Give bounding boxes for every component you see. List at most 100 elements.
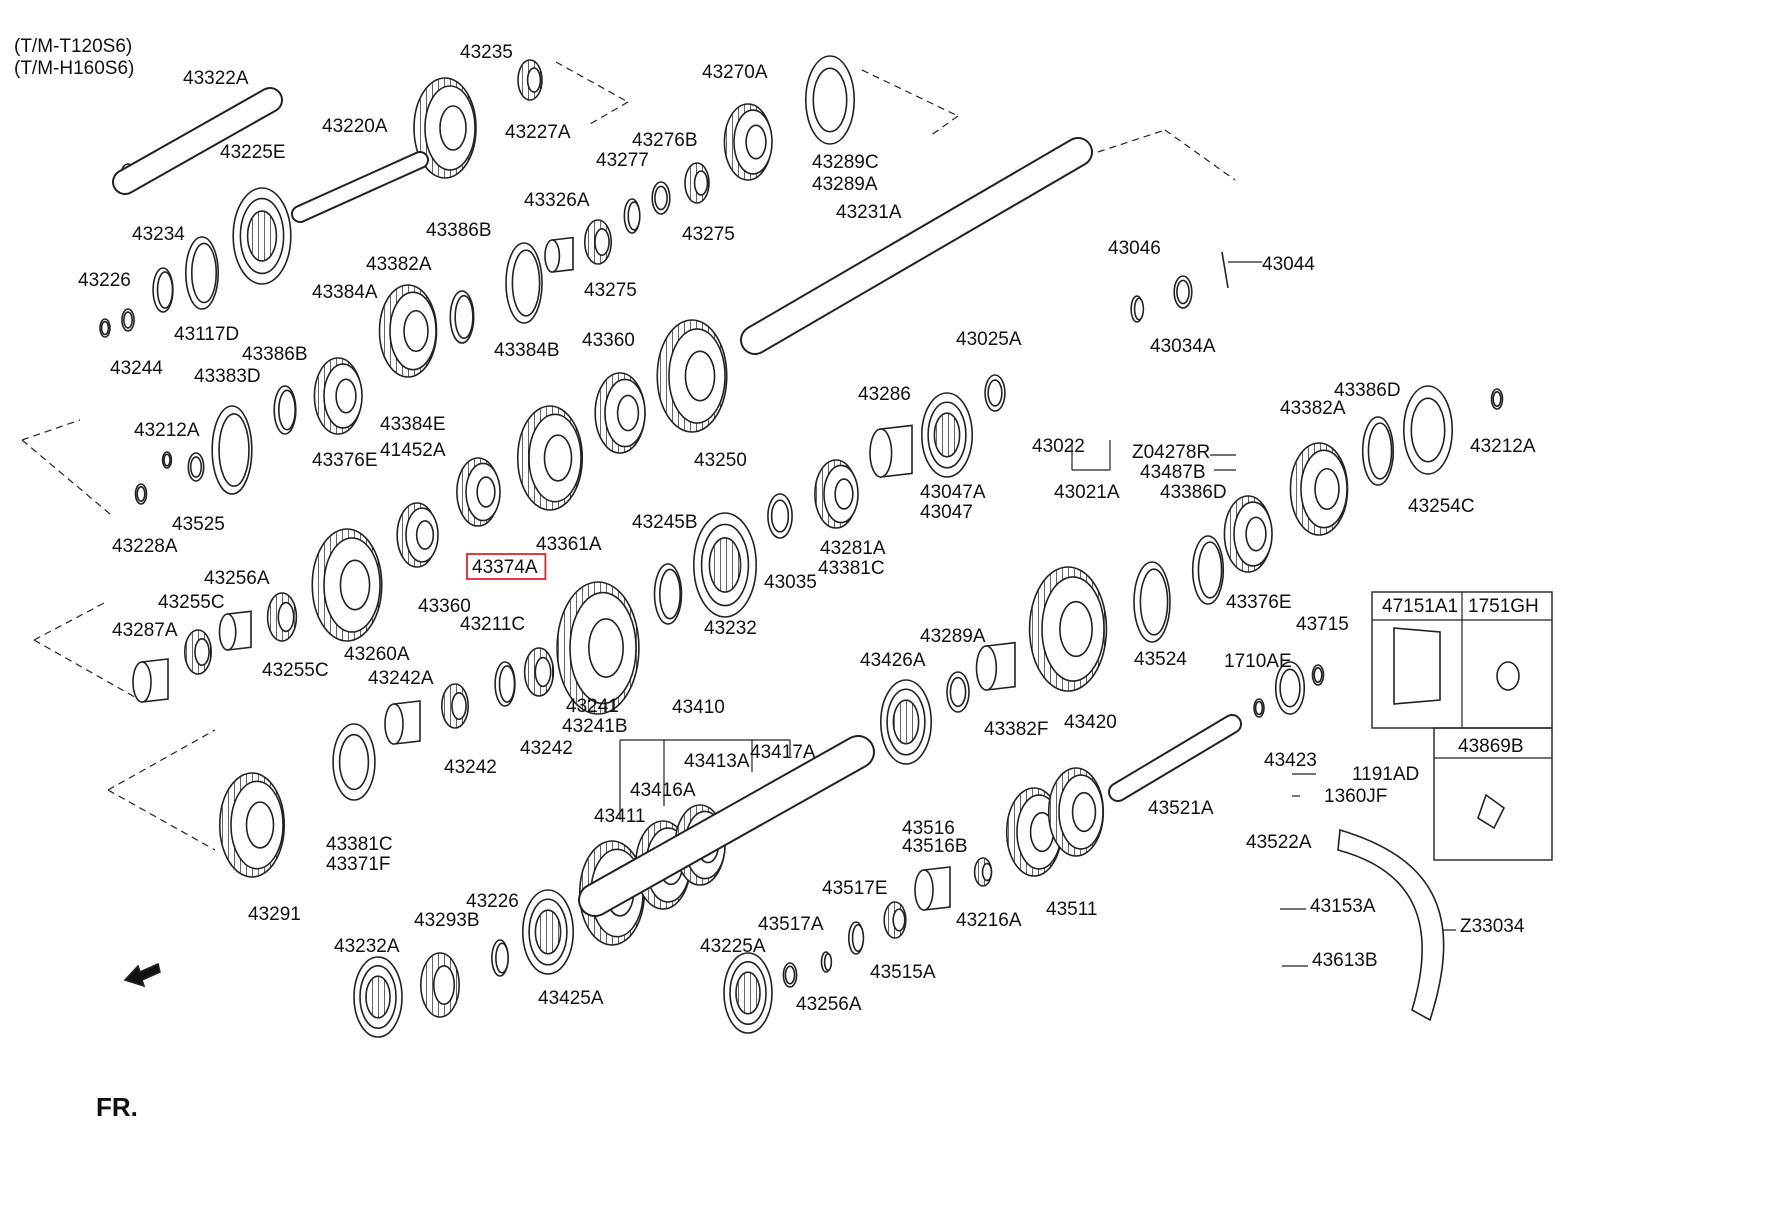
part-label: 43521A — [1148, 798, 1214, 819]
part-label: 43374A — [472, 557, 538, 578]
part-label: 43613B — [1312, 950, 1378, 971]
leader-line — [21, 439, 111, 515]
leader-line — [589, 101, 629, 125]
leader-line — [861, 69, 959, 117]
ring-inner — [100, 320, 110, 336]
snap-ring-inner — [511, 249, 541, 317]
needle-bore — [526, 67, 542, 93]
ring-inner — [1254, 700, 1264, 716]
gear-bore — [415, 520, 435, 550]
part-label: 43426A — [860, 650, 926, 671]
part-label: 43287A — [112, 620, 178, 641]
part-label: 43416A — [630, 780, 696, 801]
ring-inner — [189, 456, 203, 478]
part-label: 43242A — [368, 668, 434, 689]
part-label: 43250 — [694, 450, 747, 471]
inset-label-sensor: 43869B — [1458, 736, 1524, 757]
part-label: 43226 — [78, 270, 131, 291]
ring-inner — [163, 453, 171, 467]
part-label: 43245B — [632, 512, 698, 533]
part-label: 43260A — [344, 644, 410, 665]
ring-inner — [784, 965, 796, 985]
part-label: 43360 — [582, 330, 635, 351]
part-label: 43275 — [584, 280, 637, 301]
part-label: 43517A — [758, 914, 824, 935]
part-label: 43423 — [1264, 750, 1317, 771]
part-label: 43153A — [1310, 896, 1376, 917]
part-label: 43515A — [870, 962, 936, 983]
part-label: 43289C — [812, 152, 879, 173]
shaft-fill — [1110, 716, 1240, 800]
gear-bore — [339, 559, 371, 611]
part-label: 43232A — [334, 936, 400, 957]
part-label: 43231A — [836, 202, 902, 223]
part-label: 43511 — [1046, 899, 1097, 920]
needle-bore — [534, 656, 552, 688]
needle-bore — [432, 964, 456, 1005]
part-label: 43386D — [1160, 482, 1227, 503]
part-label: 43517E — [822, 878, 888, 899]
part-label: 43226 — [466, 891, 519, 912]
sleeve-end — [218, 613, 237, 651]
variant-label-2: (T/M-H160S6) — [14, 58, 135, 79]
shaft-fill — [580, 737, 873, 915]
leader-line — [21, 419, 81, 441]
part-label: 43286 — [858, 384, 911, 405]
part-label: 43386B — [426, 220, 492, 241]
part-label: 43386B — [242, 344, 308, 365]
gasket-drawing — [1393, 627, 1441, 705]
part-label: 43525 — [172, 514, 225, 535]
part-label: 43516 — [902, 818, 955, 839]
bearing-rollers — [246, 210, 278, 262]
part-label: 43228A — [112, 536, 178, 557]
needle-bore — [594, 228, 610, 257]
ring-inner — [1279, 668, 1301, 708]
gear-bore — [834, 478, 854, 510]
part-label: 43277 — [596, 150, 649, 171]
part-label: 43386D — [1334, 380, 1401, 401]
bearing-rollers — [365, 975, 391, 1019]
part-label: 43382A — [366, 254, 432, 275]
leader-line — [33, 601, 107, 641]
part-label: 43322A — [183, 68, 249, 89]
part-label: 43524 — [1134, 649, 1187, 670]
gear-bore — [335, 378, 357, 414]
snap-ring-inner — [495, 942, 509, 974]
ring-inner — [1492, 390, 1502, 407]
part-label: 43044 — [1262, 254, 1315, 275]
inset-label-gasket: 47151A1 — [1382, 596, 1458, 617]
sleeve-end — [914, 869, 934, 911]
ring-inner — [987, 379, 1003, 407]
snap-ring-inner — [498, 665, 516, 703]
part-label: 43227A — [505, 122, 571, 143]
part-label: 43381C — [818, 558, 885, 579]
part-label: 43241B — [562, 716, 628, 737]
variant-label-1: (T/M-T120S6) — [14, 36, 133, 57]
part-label: 43293B — [414, 910, 480, 931]
ring-inner — [654, 185, 668, 211]
part-label: 41452A — [380, 440, 446, 461]
part-label: 43234 — [132, 224, 185, 245]
leader-line — [107, 789, 216, 851]
leader-line — [555, 61, 629, 103]
part-label: 43522A — [1246, 832, 1312, 853]
highlight-box — [466, 553, 547, 580]
ring-inner — [1410, 397, 1446, 463]
part-label: 43255C — [158, 592, 225, 613]
ring-inner — [949, 676, 967, 708]
part-label: Z33034 — [1460, 916, 1525, 937]
snap-ring-inner — [627, 201, 641, 231]
shaft-fill — [114, 89, 281, 193]
part-label: 1360JF — [1324, 786, 1387, 807]
leader-line — [33, 639, 141, 701]
part-label: 43276B — [632, 130, 698, 151]
part-label: 43376E — [1226, 592, 1292, 613]
part-label: 43383D — [194, 366, 261, 387]
snap-ring-inner — [851, 924, 865, 952]
part-label: 43382F — [984, 719, 1048, 740]
part-label: 43281A — [820, 538, 886, 559]
sleeve-end — [975, 645, 998, 691]
part-label: 43254C — [1408, 496, 1475, 517]
ring-inner — [123, 311, 133, 329]
